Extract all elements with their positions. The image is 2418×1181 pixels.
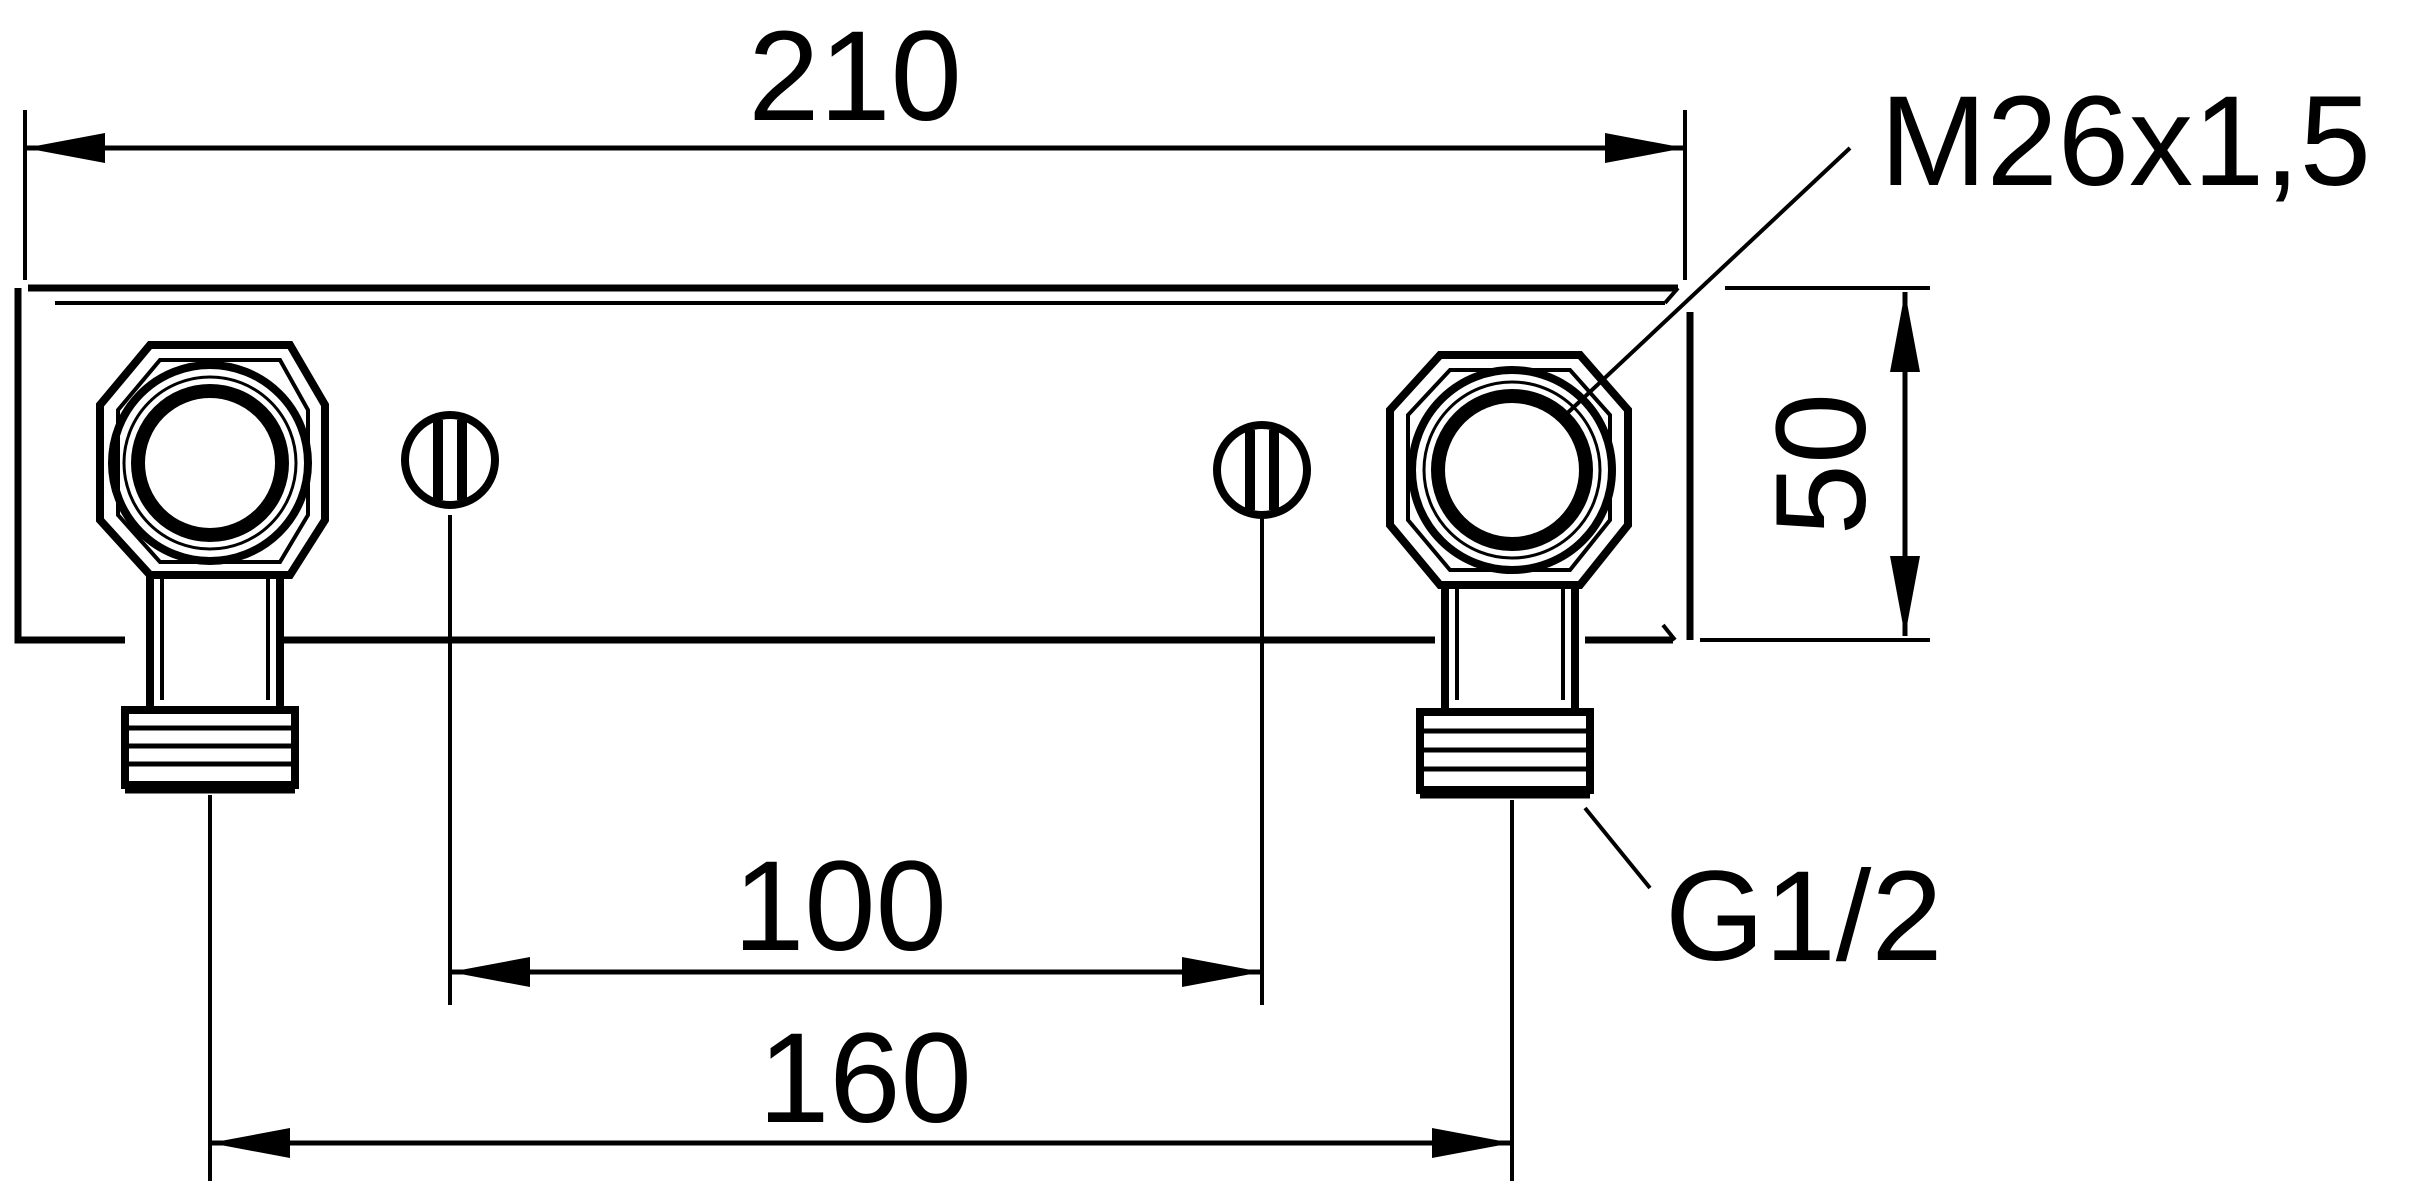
thread-outlet-callout: G1/2 <box>1583 806 1943 988</box>
right-outlet-thread <box>1416 708 1594 799</box>
left-fixing-screw <box>401 411 499 509</box>
left-hex-nut <box>96 341 329 579</box>
dimension-100-label: 100 <box>733 835 947 978</box>
left-outlet-thread <box>121 706 299 794</box>
right-elbow <box>1441 585 1579 710</box>
dimension-screw-spacing: 100 <box>448 515 1264 1005</box>
right-hex-nut <box>1386 351 1632 589</box>
thread-outlet-label: G1/2 <box>1665 845 1943 988</box>
dimension-outlet-spacing: 160 <box>208 795 1514 1181</box>
mounting-plate <box>14 284 1694 644</box>
right-fixing-screw <box>1213 421 1311 519</box>
dimension-160-label: 160 <box>758 1007 972 1150</box>
dimension-50-label: 50 <box>1750 393 1893 535</box>
right-connection <box>1386 351 1632 799</box>
thread-nut-label: M26x1,5 <box>1880 70 2371 213</box>
left-elbow <box>146 575 284 710</box>
thread-nut-callout: M26x1,5 <box>1558 70 2371 422</box>
left-connection <box>96 341 329 794</box>
dimension-overall-width: 210 <box>23 5 1687 280</box>
dimension-height: 50 <box>1700 286 1930 642</box>
dimension-210-label: 210 <box>748 5 962 148</box>
